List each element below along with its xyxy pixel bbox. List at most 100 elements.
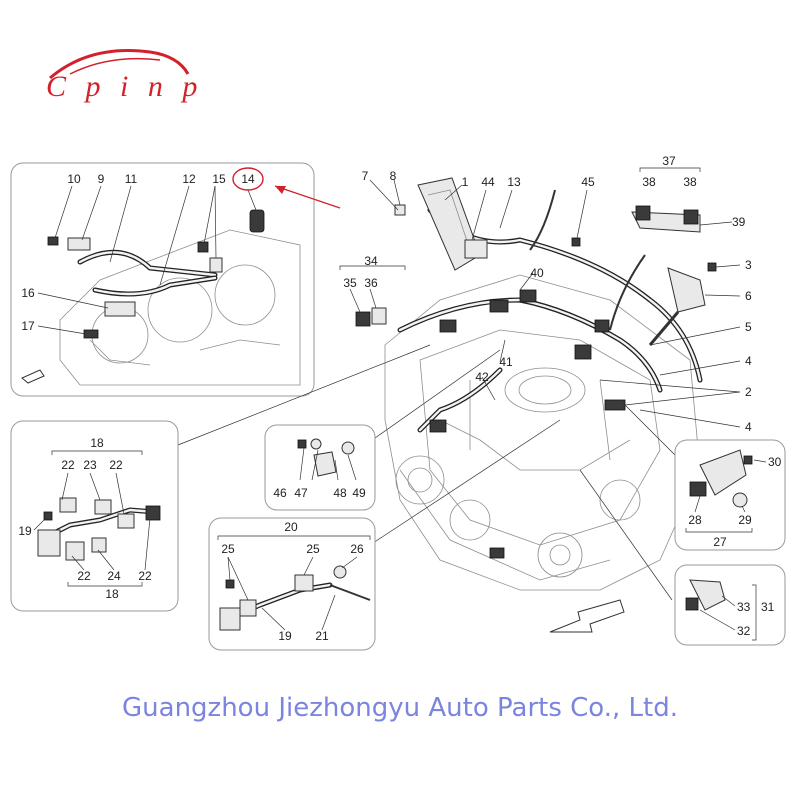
callout-16: 16 (21, 286, 35, 300)
bolt (225, 579, 235, 589)
harness-connector (104, 301, 136, 317)
leader-5 (649, 326, 741, 346)
harness-clip (94, 499, 112, 515)
leader-22 (61, 472, 69, 501)
callout-21: 21 (315, 629, 329, 643)
harness-clip (59, 497, 77, 513)
callout-38: 38 (642, 175, 656, 189)
inset-sensors: 10 9 11 12 15 14 16 17 (10, 162, 341, 397)
front-direction-arrow (21, 369, 45, 384)
group-bracket-34 (339, 265, 406, 270)
leader-19 (261, 607, 286, 631)
callout-30: 30 (768, 455, 782, 469)
leader-29 (741, 505, 746, 513)
harness-clip (145, 505, 161, 521)
callout-47: 47 (294, 486, 308, 500)
grommet (341, 441, 355, 455)
leader-25 (227, 556, 249, 601)
callout-2: 2 (745, 385, 752, 399)
cylinder-bore (147, 277, 213, 343)
callout-12: 12 (182, 172, 196, 186)
sensor-lead-45 (529, 189, 556, 251)
inset-sensor-31: 33 32 31 (674, 564, 786, 646)
callout-25: 25 (306, 542, 320, 556)
leader-33 (721, 595, 736, 607)
knock-sensor (67, 237, 91, 251)
callout-36: 36 (364, 276, 378, 290)
inset-20-frame (208, 517, 376, 651)
leader-28 (694, 495, 701, 513)
callout-10: 10 (67, 172, 81, 186)
leader-32 (699, 609, 736, 631)
intake-plenum (504, 367, 586, 413)
cylinder-bore (214, 264, 276, 326)
harness-bolt (83, 329, 99, 339)
engine-harness-branch-core (418, 368, 502, 432)
inset-bracket-27: 30 28 29 27 (674, 439, 786, 551)
inset-18-frame (10, 420, 179, 612)
ecu-detail (427, 189, 471, 251)
leader-23 (89, 472, 101, 501)
callout-6: 6 (745, 289, 752, 303)
callout-27: 27 (713, 535, 727, 549)
callout-22: 22 (77, 569, 91, 583)
harness-connector (594, 319, 610, 333)
drive-belt (399, 469, 611, 581)
group-bracket-18 (51, 450, 143, 455)
harness-clip (355, 311, 371, 327)
harness-clip (294, 574, 314, 592)
callout-33: 33 (737, 600, 751, 614)
callout-42: 42 (475, 370, 489, 384)
sensor (689, 481, 707, 497)
harness-clip (571, 237, 581, 247)
callout-13: 13 (507, 175, 521, 189)
bolt (743, 455, 753, 465)
callout-37: 37 (662, 154, 676, 168)
highlight-ring (232, 167, 264, 191)
leader-40 (519, 272, 534, 291)
engine-detail (469, 379, 611, 461)
leader-4 (639, 409, 741, 428)
group-bracket-20 (217, 535, 371, 540)
leader-35 (349, 288, 361, 313)
group-bracket-31 (752, 584, 757, 641)
group-bracket-27 (685, 528, 753, 533)
bracket-grommet (635, 205, 651, 221)
harness-clip (91, 537, 107, 553)
sensor-bolt (47, 236, 59, 246)
leader-22 (115, 472, 125, 515)
leader-4 (659, 360, 741, 376)
coil-bolt (707, 262, 717, 272)
leader-9 (81, 185, 102, 241)
company-logo: C p i n p (46, 48, 197, 103)
leader-42 (481, 376, 496, 401)
callout-29: 29 (738, 513, 752, 527)
leader-2 (599, 379, 741, 393)
callout-3: 3 (745, 258, 752, 272)
callout-18: 18 (105, 587, 119, 601)
leader-26 (341, 556, 358, 569)
callout-40: 40 (530, 266, 544, 280)
support-rod (329, 584, 371, 601)
sensor-harness-hose-core (78, 251, 217, 277)
leader-25 (303, 556, 314, 576)
ignition-coil (667, 267, 706, 313)
harness-clip (239, 599, 257, 617)
pulley (449, 499, 491, 541)
logo-swoosh-inner (69, 57, 161, 75)
leader-44 (471, 189, 487, 241)
leader-36 (369, 288, 377, 309)
engine-outline (384, 274, 701, 591)
ignition-coil-boot (648, 311, 680, 346)
callout-32: 32 (737, 624, 751, 638)
harness-connector (519, 289, 537, 303)
leader-39 (699, 221, 733, 226)
callout-7: 7 (362, 169, 369, 183)
leader-15 (203, 185, 216, 245)
engine-inner-outline (419, 329, 661, 546)
callout-38: 38 (683, 175, 697, 189)
leader-19 (33, 517, 47, 531)
engine-harness-core (398, 298, 662, 392)
harness-bracket (37, 529, 61, 557)
